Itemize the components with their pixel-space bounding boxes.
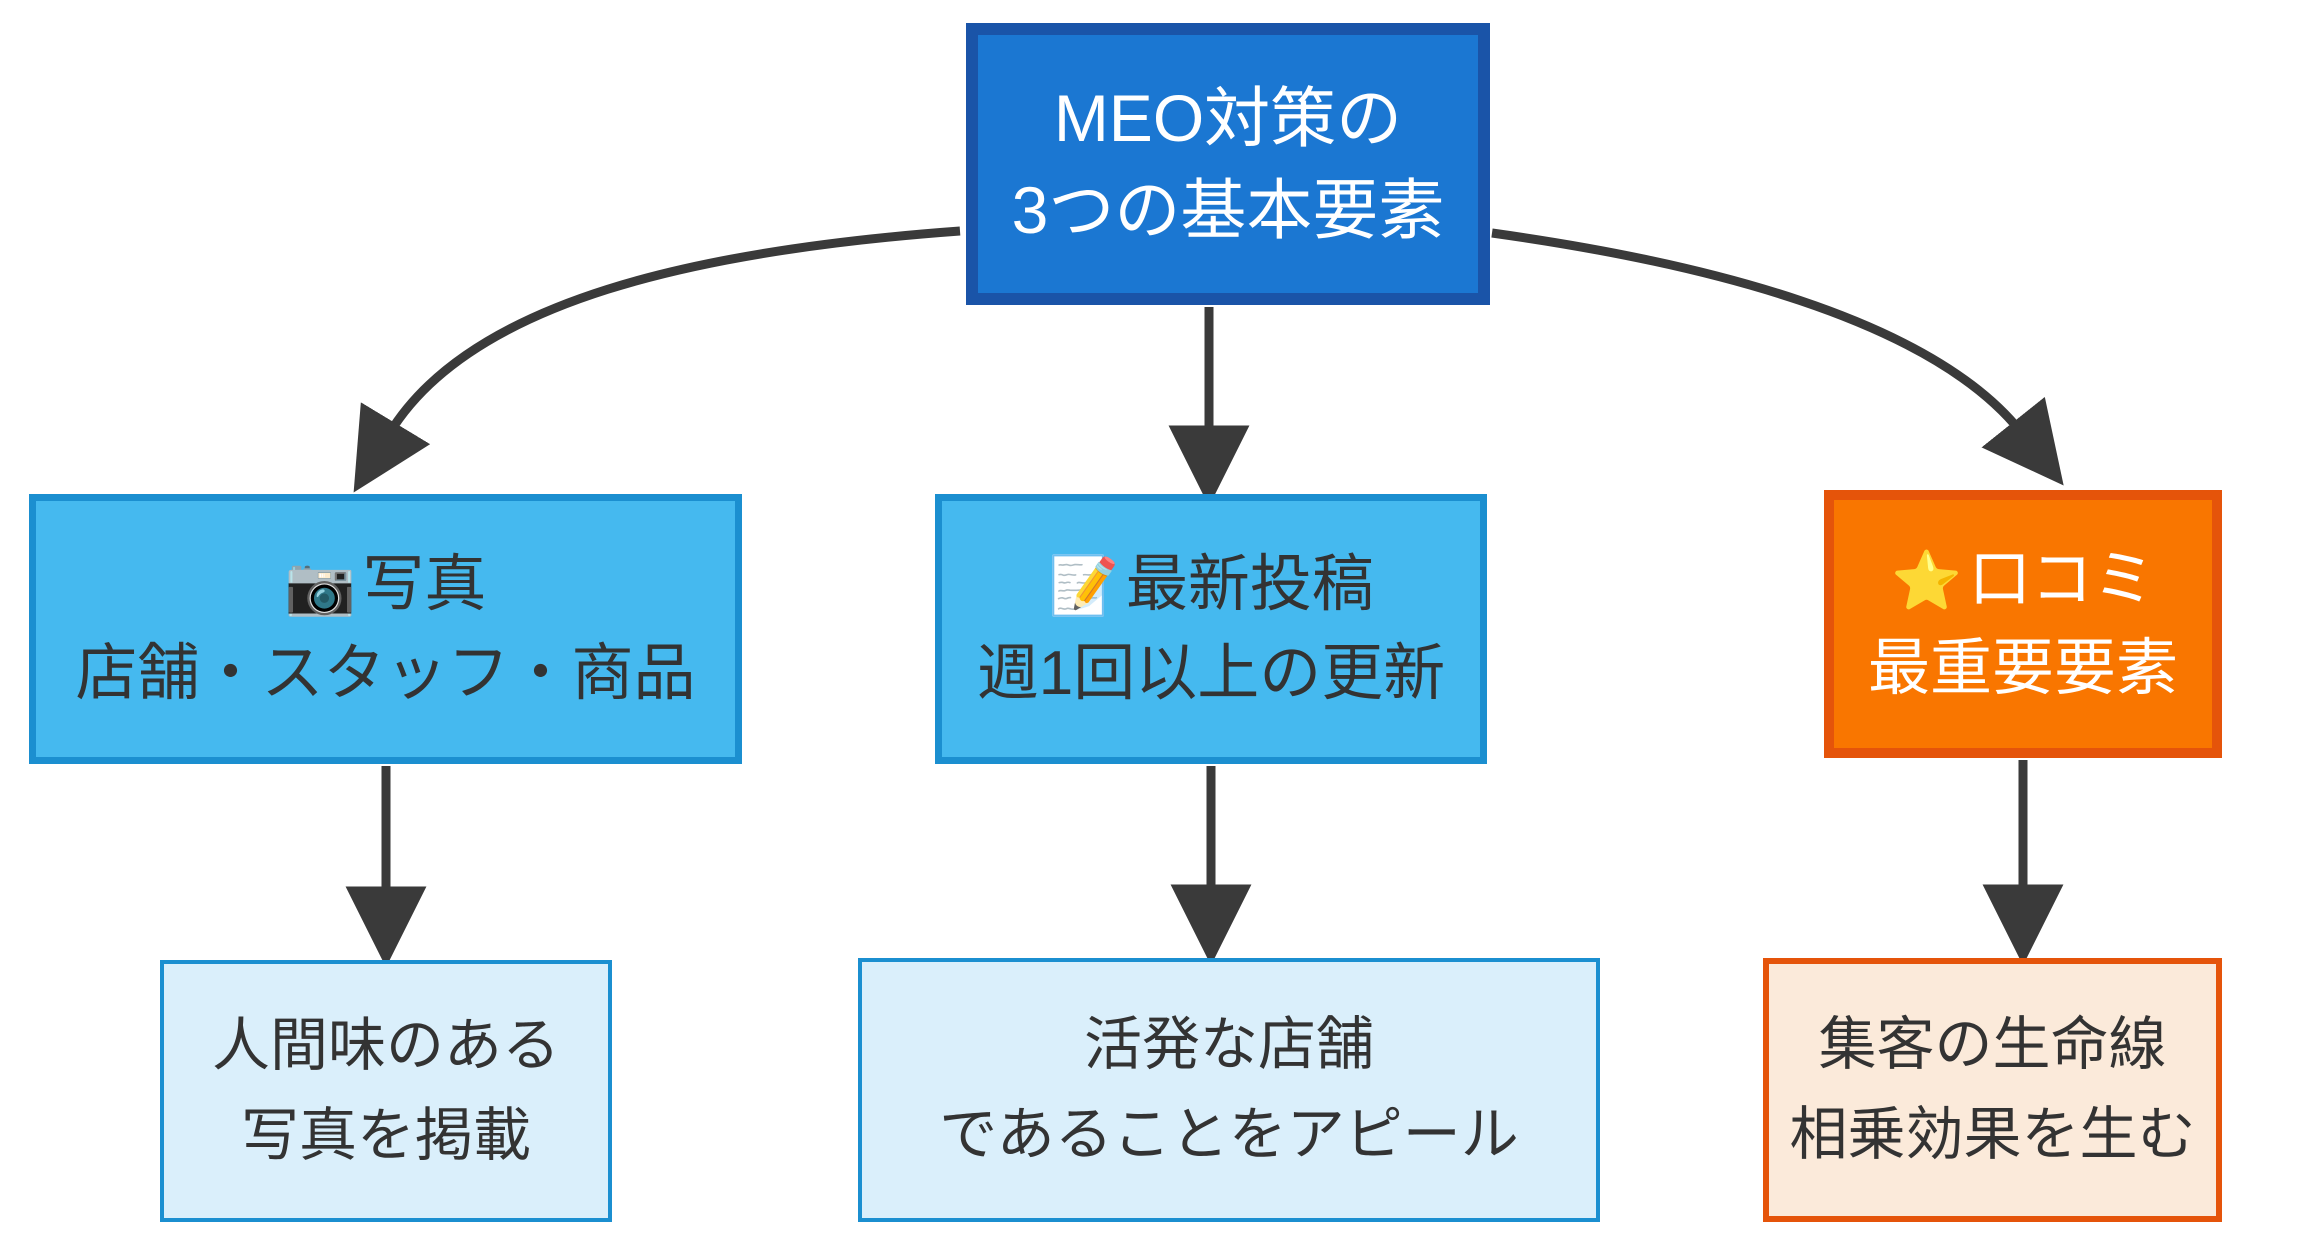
node-photo-detail[interactable]: 人間味のある 写真を掲載 (160, 960, 612, 1222)
star-icon: ⭐ (1891, 547, 1963, 614)
node-post-title-line: 📝最新投稿 (1048, 540, 1374, 629)
node-review-subtitle: 最重要要素 (1867, 634, 2178, 703)
memo-icon: 📝 (1048, 552, 1120, 619)
node-photo-subtitle: 店舗・スタッフ・商品 (75, 639, 696, 708)
node-post-detail-line-1: 活発な店舗 (1083, 1012, 1374, 1078)
node-photo-title-line: 📷写真 (285, 540, 487, 629)
node-photo-title: 写真 (362, 549, 487, 619)
node-photo[interactable]: 📷写真 店舗・スタッフ・商品 (29, 494, 742, 764)
node-review-title-line: ⭐口コミ (1891, 535, 2155, 624)
node-post-title: 最新投稿 (1125, 549, 1374, 619)
camera-icon: 📷 (284, 552, 356, 619)
node-review-detail[interactable]: 集客の生命線 相乗効果を生む (1763, 958, 2222, 1222)
node-post-detail-line-2: であることをアピール (939, 1102, 1519, 1167)
node-root-line-1: MEO対策の (1053, 80, 1403, 155)
node-root[interactable]: MEO対策の 3つの基本要素 (966, 23, 1490, 305)
node-photo-detail-line-2: 写真を掲載 (240, 1103, 531, 1168)
node-root-line-2: 3つの基本要素 (1011, 173, 1445, 247)
node-post-subtitle: 週1回以上の更新 (976, 639, 1446, 708)
node-review[interactable]: ⭐口コミ 最重要要素 (1824, 490, 2222, 758)
node-post[interactable]: 📝最新投稿 週1回以上の更新 (935, 494, 1487, 764)
edge-root-to-photo (353, 226, 961, 493)
edge-root-to-review (1491, 228, 2064, 486)
node-review-detail-line-1: 集客の生命線 (1818, 1012, 2167, 1078)
node-review-title: 口コミ (1968, 544, 2155, 614)
node-review-detail-line-2: 相乗効果を生む (1789, 1102, 2196, 1167)
node-post-detail[interactable]: 活発な店舗 であることをアピール (858, 958, 1600, 1222)
node-photo-detail-line-1: 人間味のある (211, 1013, 560, 1079)
